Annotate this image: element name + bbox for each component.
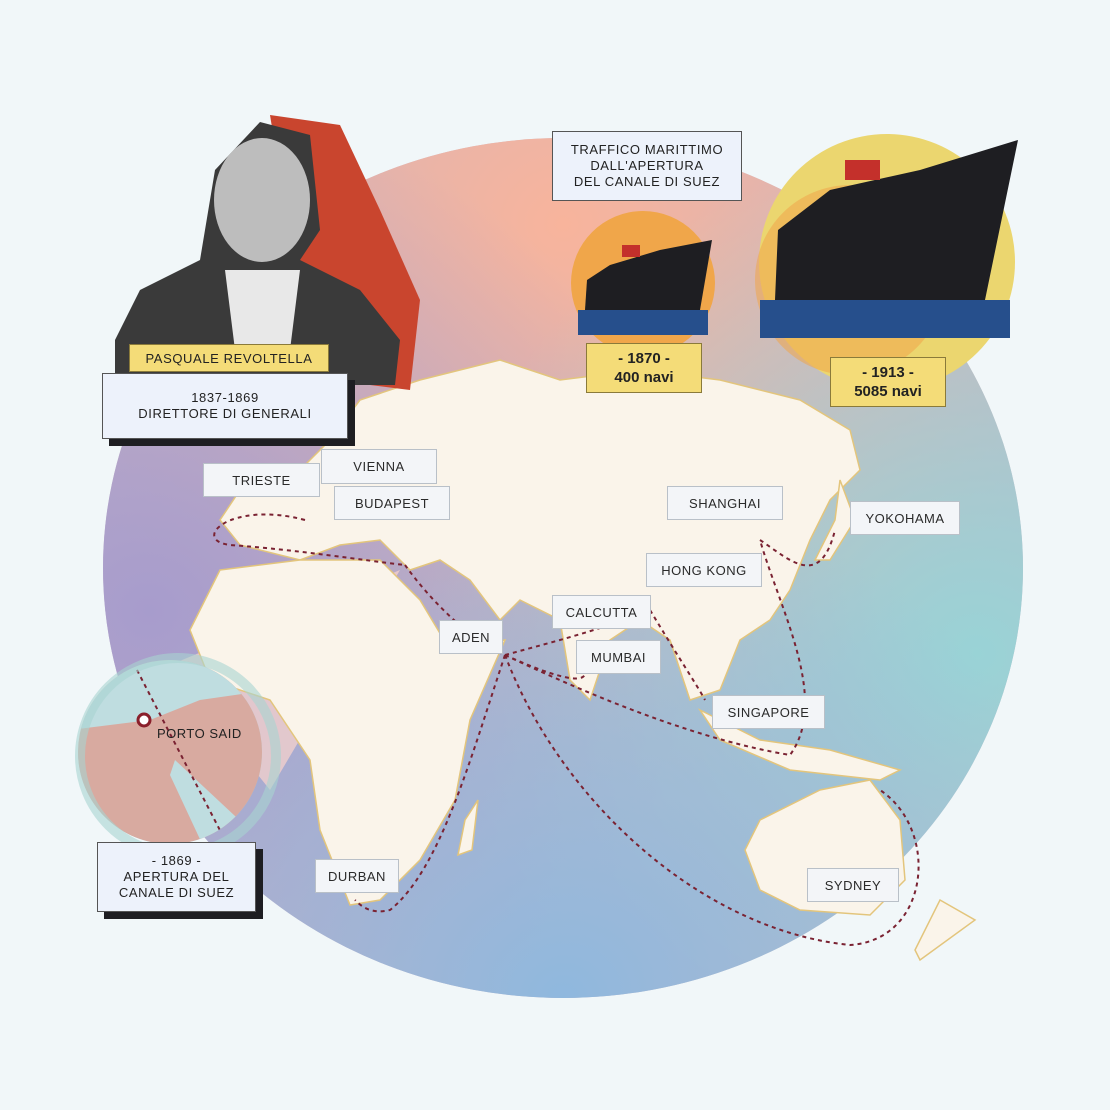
portrait-image xyxy=(115,115,420,390)
city-label-shanghai: SHANGHAI xyxy=(667,486,783,520)
portrait-years: 1837-1869 xyxy=(191,390,259,405)
city-label-sydney: SYDNEY xyxy=(807,868,899,902)
city-label-yokohama: YOKOHAMA xyxy=(850,501,960,535)
city-label-aden: ADEN xyxy=(439,620,503,654)
portrait-name-label: PASQUALE REVOLTELLA xyxy=(129,344,329,372)
eurasia xyxy=(219,359,861,702)
portrait-info-card: 1837-1869 DIRETTORE DI GENERALI xyxy=(102,373,348,439)
ship-1913-illustration xyxy=(755,134,1018,390)
city-label-calcutta: CALCUTTA xyxy=(552,595,651,629)
ship-1870-illustration xyxy=(571,211,715,355)
traffic-1870-badge: - 1870 - 400 navi xyxy=(586,343,702,393)
city-label-mumbai: MUMBAI xyxy=(576,640,661,674)
city-label-budapest: BUDAPEST xyxy=(334,486,450,520)
landmasses xyxy=(189,359,977,962)
city-label-singapore: SINGAPORE xyxy=(712,695,825,729)
traffic-1913-badge: - 1913 - 5085 navi xyxy=(830,357,946,407)
porto-said-label: PORTO SAID xyxy=(157,726,242,741)
portrait-role: DIRETTORE DI GENERALI xyxy=(138,406,312,421)
city-label-durban: DURBAN xyxy=(315,859,399,893)
new-zealand xyxy=(914,898,977,962)
suez-inset-map xyxy=(78,660,262,844)
madagascar xyxy=(457,799,479,857)
city-label-vienna: VIENNA xyxy=(321,449,437,484)
city-label-trieste: TRIESTE xyxy=(203,463,320,497)
city-label-hong-kong: HONG KONG xyxy=(646,553,762,587)
suez-info-card: - 1869 - APERTURA DEL CANALE DI SUEZ xyxy=(97,842,256,912)
indonesia xyxy=(697,708,903,781)
traffic-title-card: TRAFFICO MARITTIMO DALL'APERTURA DEL CAN… xyxy=(552,131,742,201)
